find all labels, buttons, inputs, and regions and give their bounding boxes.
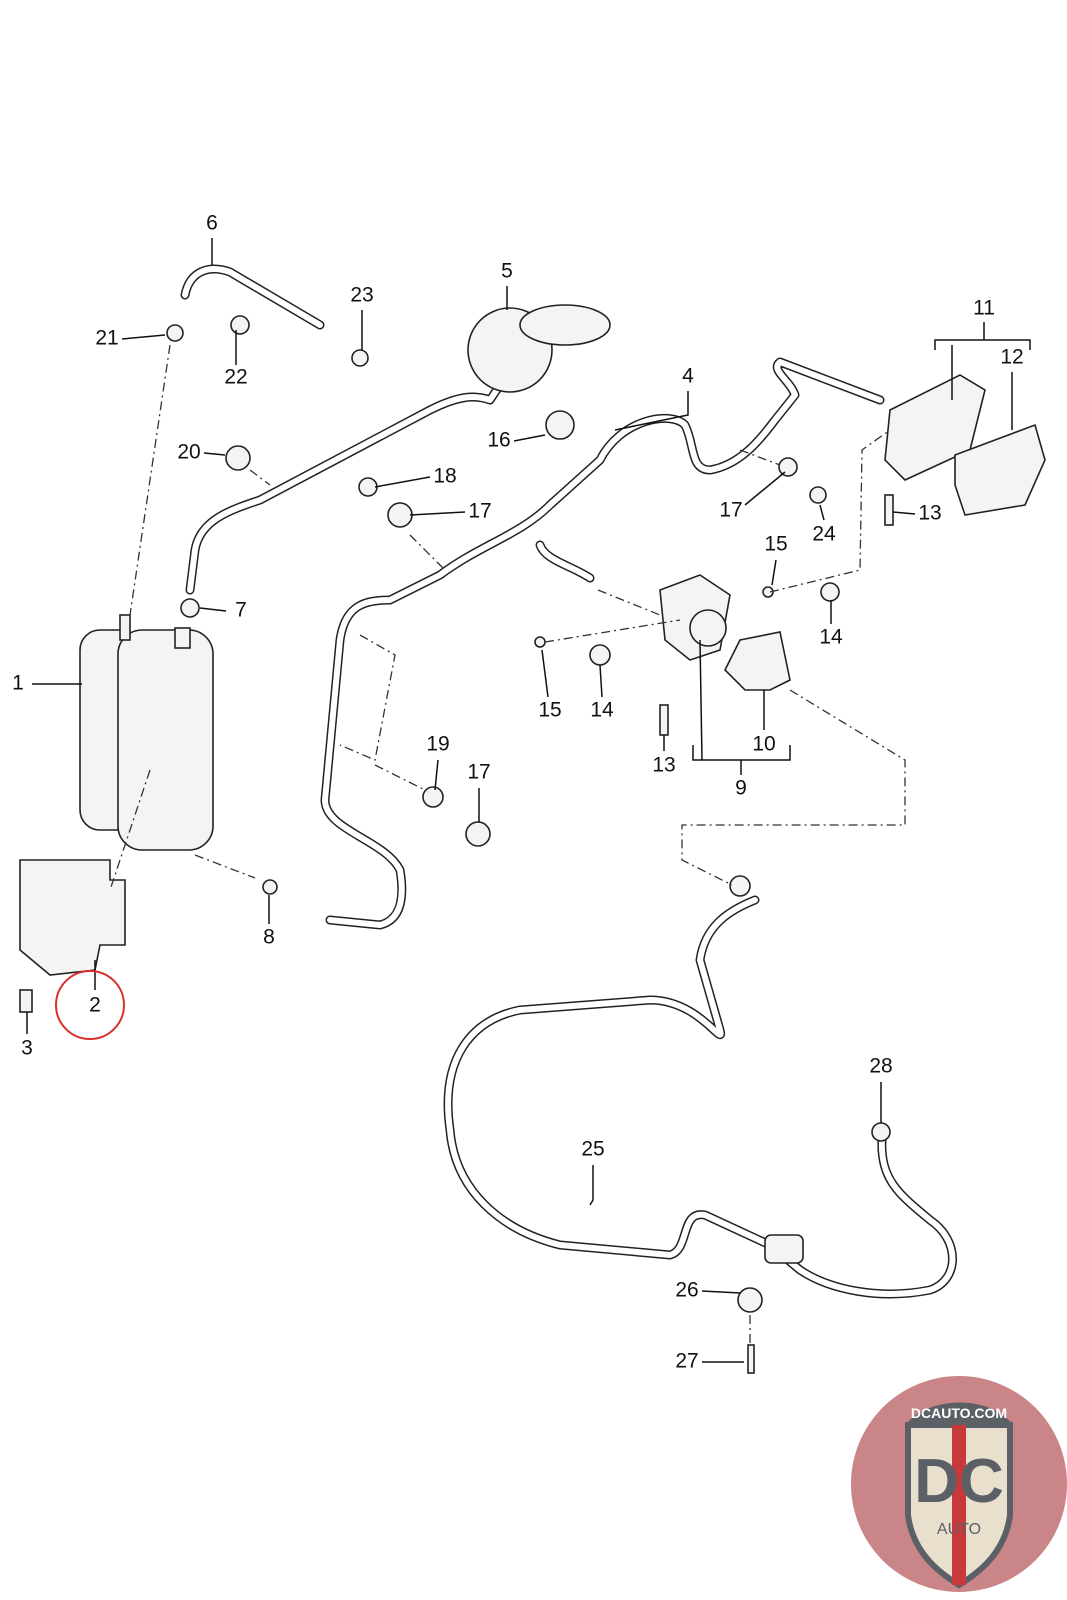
callout-13: 13 [652, 754, 675, 777]
filter-strap [519, 304, 611, 346]
callout-4: 4 [682, 365, 694, 388]
callout-6: 6 [206, 212, 218, 235]
callout-28: 28 [869, 1055, 892, 1078]
clip-8 [262, 879, 278, 895]
callout-16: 16 [487, 429, 510, 452]
bolt-13b [884, 494, 894, 526]
callout-24: 24 [812, 523, 836, 546]
bolt-15 [534, 636, 546, 648]
callout-23: 23 [350, 284, 373, 307]
callout-1: 1 [12, 672, 24, 695]
callout-12: 12 [1000, 346, 1023, 369]
grommet-17a [387, 502, 413, 528]
clamp-21 [166, 324, 184, 342]
callout-14: 14 [590, 699, 614, 722]
gasket-12 [954, 423, 1046, 516]
dash-lines [109, 344, 906, 1345]
callout-22: 22 [224, 366, 247, 389]
connector-19 [422, 786, 444, 808]
clamp-7 [180, 598, 200, 618]
logo-letters: DC [914, 1447, 1004, 1516]
grommet-17b [465, 821, 491, 847]
clamp-14b [820, 582, 840, 602]
logo-banner [905, 1402, 1013, 1425]
screw-27 [747, 1344, 755, 1374]
callout-18: 18 [433, 465, 456, 488]
callout-2: 2 [89, 994, 101, 1017]
clip-22 [230, 315, 250, 335]
logo-stripe [952, 1425, 966, 1585]
gasket-10 [724, 631, 791, 691]
callout-25: 25 [581, 1138, 604, 1161]
callout-8: 8 [263, 926, 275, 949]
connector-18 [358, 477, 378, 497]
parts [19, 304, 1046, 1374]
callout-14: 14 [819, 626, 843, 649]
cap-28 [871, 1122, 891, 1142]
logo-top-text: DCAUTO.COM [911, 1405, 1007, 1421]
callout-26: 26 [675, 1279, 698, 1302]
callout-15: 15 [764, 533, 787, 556]
bolt-13 [659, 704, 669, 736]
dcauto-logo: DCAUTO.COM DC AUTO [851, 1376, 1067, 1592]
logo-bottom-text: AUTO [937, 1521, 981, 1538]
canister-front [117, 629, 214, 851]
clip-24 [809, 486, 827, 504]
callout-9: 9 [735, 777, 747, 800]
connector-23 [351, 349, 369, 367]
callout-15: 15 [538, 699, 561, 722]
canister-nozzle [119, 614, 131, 641]
bolt-3 [19, 989, 33, 1013]
clip-20 [225, 445, 251, 471]
callout-27: 27 [675, 1350, 698, 1373]
callout-20: 20 [177, 441, 200, 464]
clip-16 [545, 410, 575, 440]
valve-bracket-hole [689, 609, 727, 647]
highlight-circle [55, 970, 125, 1040]
leader-lines [26, 238, 1031, 1363]
bolt-15b [762, 586, 774, 598]
callout-17: 17 [719, 499, 742, 522]
inline-filter [764, 1234, 804, 1264]
callout-13: 13 [918, 502, 941, 525]
callout-7: 7 [235, 599, 247, 622]
pipes [180, 264, 957, 1299]
canister-nozzle-2 [174, 627, 191, 649]
callout-17: 17 [468, 500, 491, 523]
callout-11: 11 [973, 297, 995, 320]
callout-17: 17 [467, 761, 490, 784]
bracket [19, 859, 126, 976]
callout-3: 3 [21, 1037, 33, 1060]
callout-19: 19 [426, 733, 449, 756]
callout-5: 5 [501, 260, 513, 283]
grommet-17c [778, 457, 798, 477]
callout-21: 21 [95, 327, 118, 350]
clamp-14 [589, 644, 611, 666]
callout-10: 10 [752, 733, 775, 756]
elbow-fitting [729, 875, 751, 897]
clamp-26 [737, 1287, 763, 1313]
